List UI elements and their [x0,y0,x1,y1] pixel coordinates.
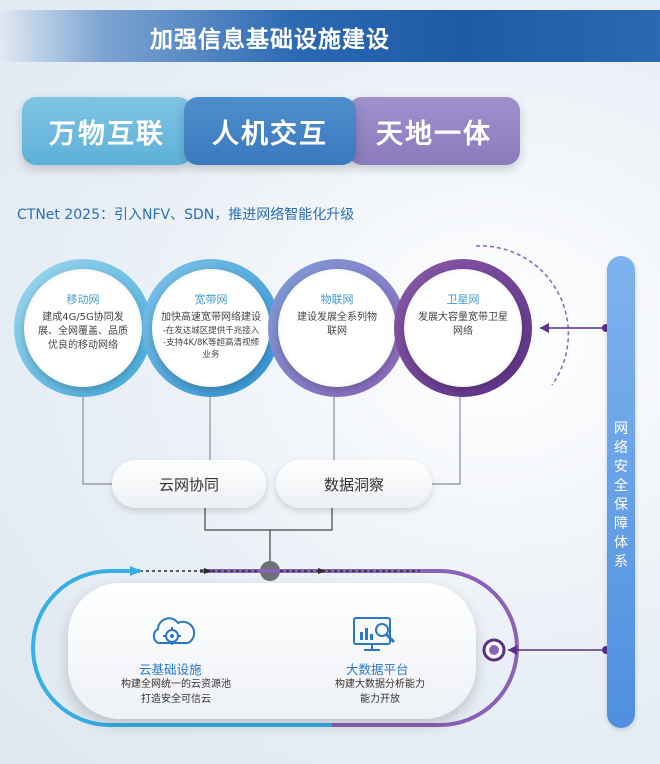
circle-text: 发展大容量宽带卫星 网络 [415,311,511,339]
circle-line: 发展大容量宽带卫星 [418,312,508,323]
circle-title: 宽带网 [194,293,228,306]
circle-line: 业务 [202,350,220,360]
pill-space-ground: 天地一体 [348,97,520,165]
big-data-analytics-icon [353,617,396,651]
box-label: 云网协同 [158,475,219,494]
circle-line: 联网 [327,326,347,337]
circle-title: 卫星网 [446,293,480,306]
circle-line: 展、全网覆盖、品质 [38,326,128,337]
circle-text: 加快高速宽带网络建设 -在发达城区提供千兆接入 -支持4K/8K等超高清视频 业… [159,311,263,361]
pill-label: 人机交互 [212,118,328,150]
security-char: 障 [614,516,628,532]
circle-satellite-network: 卫星网 发展大容量宽带卫星 网络 [394,259,532,397]
pill-human-machine: 人机交互 [184,97,356,165]
circle-mobile-network: 移动网 建成4G/5G协同发 展、全网覆盖、品质 优良的移动网络 [14,259,152,397]
circle-line: 网络 [453,326,473,337]
security-char: 安 [614,459,628,475]
circle-broadband-network: 宽带网 加快高速宽带网络建设 -在发达城区提供千兆接入 -支持4K/8K等超高清… [142,259,280,397]
satellite-dashed-arc [475,245,570,386]
cloud-gear-icon [152,617,196,645]
box-cloud-network-synergy: 云网协同 [112,460,266,508]
big-data-text: 构建大数据分析能力 能力开放 [310,677,450,707]
box-data-insight: 数据洞察 [276,460,432,508]
circle-line: -在发达城区提供千兆接入 [162,326,260,336]
circle-line: 优良的移动网络 [48,340,118,351]
line-mobile-to-cloudnet [82,397,112,485]
big-data-line: 能力开放 [360,694,400,705]
big-data-line: 构建大数据分析能力 [335,679,425,690]
line-satellite-to-data [432,397,461,485]
strategy-subtitle: CTNet 2025：引入NFV、SDN，推进网络智能化升级 [17,207,355,223]
box-label: 数据洞察 [323,475,384,494]
circle-title: 物联网 [320,293,354,306]
pill-label: 万物互联 [49,118,165,150]
circle-line: 建成4G/5G协同发 [42,312,124,323]
platform-panel [68,583,476,719]
pill-iot-everything: 万物互联 [22,97,192,165]
cloud-infra-line: 构建全网统一的云资源池 [121,679,231,690]
security-char: 系 [614,554,628,570]
circle-line: 建设发展全系列物 [297,312,377,323]
circle-text: 建设发展全系列物 联网 [289,311,385,339]
page-title: 加强信息基础设施建设 [150,27,390,53]
line-boxes-to-hub [204,508,333,531]
security-system-label: 网 络 安 全 保 障 体 系 [607,420,635,572]
security-char: 保 [614,497,628,513]
security-char: 网 [614,421,628,437]
platform-loop-left [31,569,332,727]
pill-label: 天地一体 [376,118,492,150]
big-data-title: 大数据平台 [346,662,409,677]
circle-line: 加快高速宽带网络建设 [161,312,261,323]
security-char: 全 [614,478,628,494]
security-system-bar [607,256,635,728]
header-bar [0,10,660,62]
cloud-infra-title: 云基础设施 [139,662,202,677]
circle-text: 建成4G/5G协同发 展、全网覆盖、品质 优良的移动网络 [35,311,131,353]
circle-line: -支持4K/8K等超高清视频 [163,338,259,348]
circle-iot-network: 物联网 建设发展全系列物 联网 [268,259,406,397]
security-char: 络 [614,440,628,456]
security-char: 体 [614,535,628,551]
circle-title: 移动网 [66,293,100,306]
cloud-infra-line: 打造安全可信云 [141,694,211,705]
cloud-infra-text: 构建全网统一的云资源池 打造安全可信云 [96,677,256,707]
